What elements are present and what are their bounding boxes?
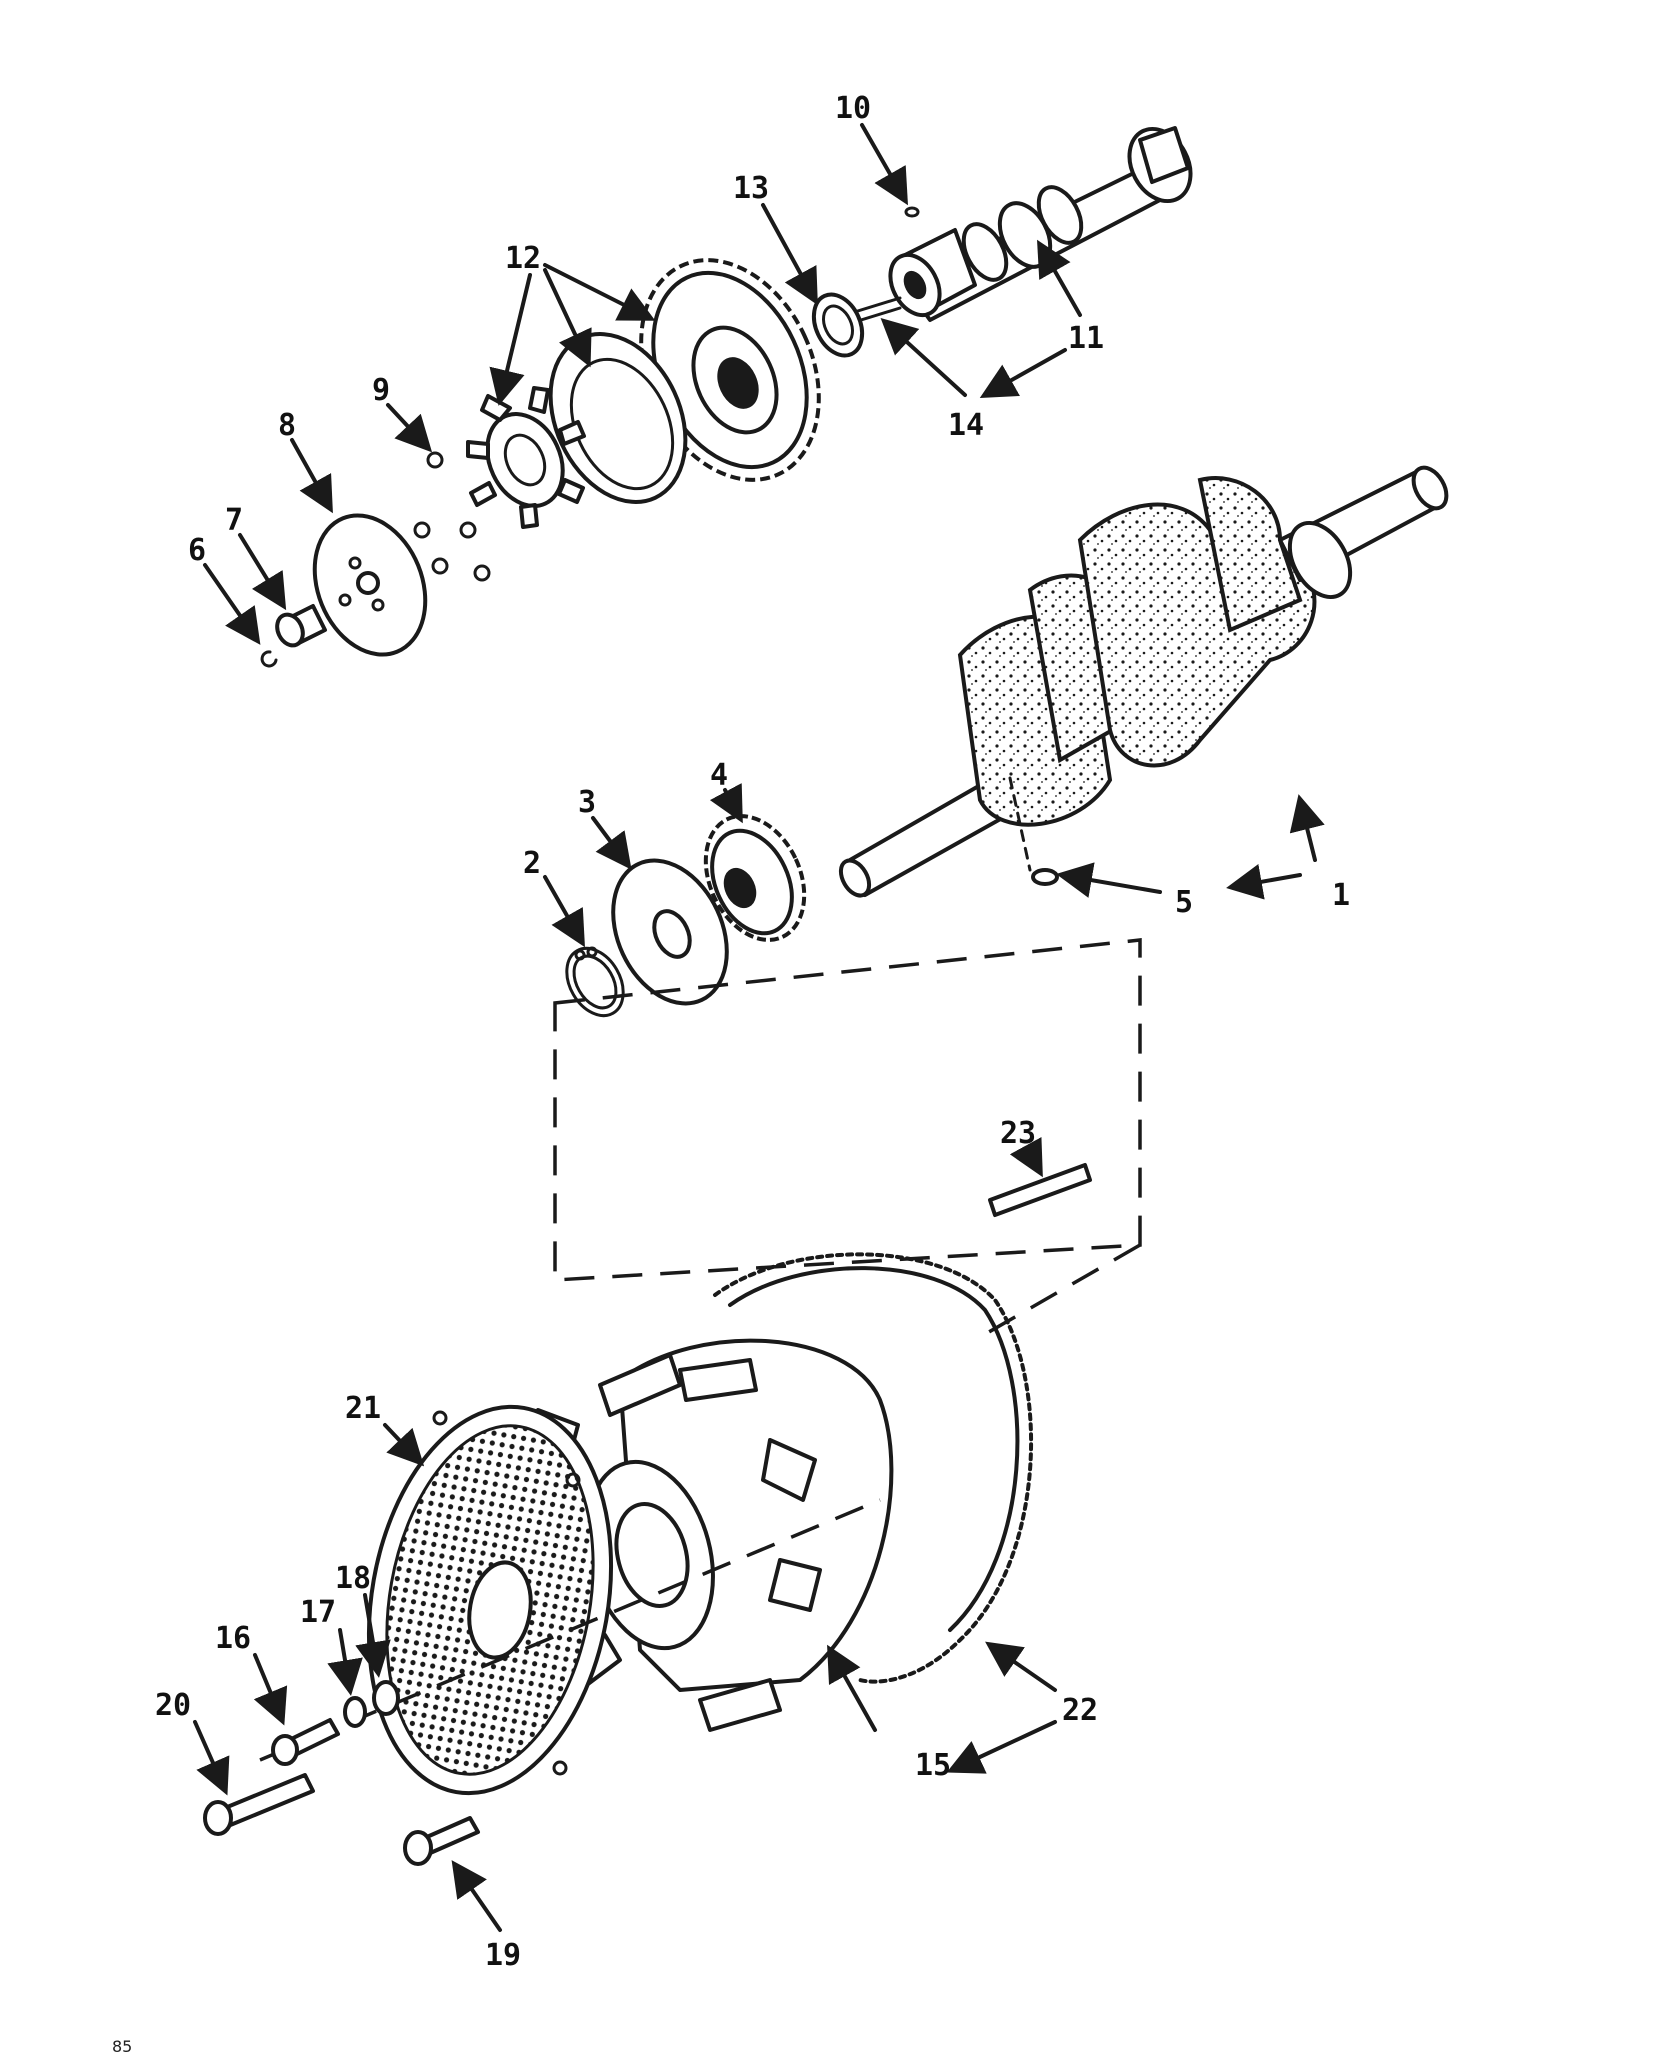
camshaft-pin xyxy=(904,206,920,218)
callout-10: 10 xyxy=(835,91,871,126)
leader-lines xyxy=(193,123,1325,1932)
flywheel-fan xyxy=(512,1338,894,1732)
camshaft xyxy=(888,126,1193,322)
governor-bolt xyxy=(275,604,327,648)
lock-washer xyxy=(343,1696,367,1728)
flywheel-bolt xyxy=(203,1773,315,1836)
snap-ring xyxy=(565,946,625,1018)
flywheel-key xyxy=(988,1163,1092,1217)
callout-3: 3 xyxy=(578,785,596,820)
callout-13: 13 xyxy=(733,171,769,206)
rotating-screen xyxy=(366,1404,614,1796)
callout-16: 16 xyxy=(215,1621,251,1656)
retaining-clip xyxy=(260,650,278,668)
callout-11-camshaft: 11 xyxy=(1068,321,1104,356)
callout-9: 9 xyxy=(372,373,390,408)
callout-5: 5 xyxy=(1175,885,1193,920)
governor-flyweights xyxy=(466,386,586,529)
callout-18: 18 xyxy=(335,1561,371,1596)
screen-mount-screw xyxy=(403,1816,480,1866)
callout-2: 2 xyxy=(523,846,541,881)
callout-14: 14 xyxy=(948,408,984,443)
callout-20: 20 xyxy=(155,1688,191,1723)
figure-code: 85 xyxy=(112,2037,132,2056)
crankshaft xyxy=(838,465,1449,898)
ring-gear xyxy=(713,1252,1033,1684)
callout-12: 12 xyxy=(505,241,541,276)
callout-23: 23 xyxy=(1000,1116,1036,1151)
callout-19: 19 xyxy=(485,1938,521,1973)
inset-dashed-box xyxy=(553,938,1142,1282)
governor-cup xyxy=(312,513,428,657)
screen-screw xyxy=(271,1718,340,1766)
flat-washer xyxy=(372,1680,400,1716)
callout-21: 21 xyxy=(345,1391,381,1426)
cam-washer xyxy=(811,292,865,358)
callout-4: 4 xyxy=(710,758,728,793)
callout-15: 15 xyxy=(915,1748,951,1783)
callout-8: 8 xyxy=(278,408,296,443)
cam-thrust-plate xyxy=(548,332,688,504)
callout-22: 22 xyxy=(1062,1693,1098,1728)
crank-gear xyxy=(703,814,807,942)
callout-7: 7 xyxy=(225,503,243,538)
callout-17: 17 xyxy=(300,1595,336,1630)
governor-balls xyxy=(413,451,491,582)
thrust-washer xyxy=(611,858,729,1006)
callout-1: 1 xyxy=(1332,878,1350,913)
callout-6: 6 xyxy=(188,533,206,568)
